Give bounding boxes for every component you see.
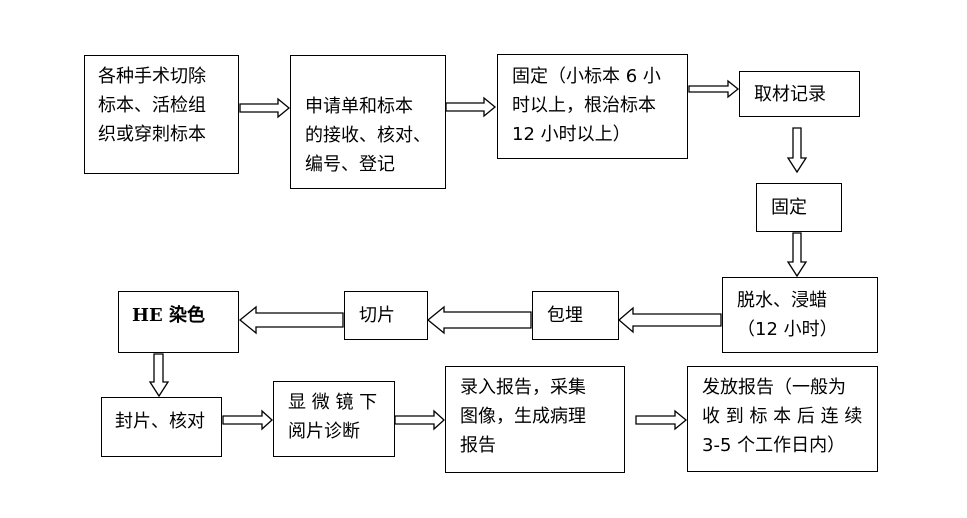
arrow-right-3	[688, 79, 740, 99]
step-fixation-time: 固定（小标本 6 小 时以上，根治标本 12 小时以上）	[497, 54, 688, 159]
step-microscope-diagnosis-line2: 阅片诊断	[288, 421, 360, 442]
step-fixation-time-line2: 时以上，根治标本	[512, 95, 656, 116]
step-specimen-source-line2: 标本、活检组	[98, 95, 206, 116]
step-he-staining-line1: HE 染色	[132, 305, 205, 326]
arrow-left-1	[618, 306, 722, 334]
step-report-generation-line3: 报告	[460, 435, 496, 456]
step-microscope-diagnosis-line1: 显 微 镜 下	[288, 392, 378, 413]
arrow-right-2	[445, 96, 497, 118]
step-fixation-time-line3: 12 小时以上）	[512, 124, 631, 145]
step-issue-report-line1: 发放报告（一般为	[702, 377, 846, 398]
step-issue-report-line3: 3-5 个工作日内）	[702, 435, 846, 456]
step-specimen-source-line1: 各种手术切除	[98, 66, 206, 87]
arrow-down-2	[786, 232, 808, 278]
arrow-right-1	[239, 97, 291, 119]
step-sampling-record: 取材记录	[739, 71, 860, 117]
step-report-generation-line1: 录入报告，采集	[460, 377, 586, 398]
step-mount-check: 封片、核对	[101, 397, 222, 457]
step-receive-register-line1: 申请单和标本	[305, 96, 413, 117]
step-report-generation-line2: 图像，生成病理	[460, 406, 586, 427]
arrow-left-3	[238, 305, 344, 335]
step-receive-register: 申请单和标本 的接收、核对、 编号、登记	[290, 55, 446, 189]
step-report-generation: 录入报告，采集 图像，生成病理 报告	[445, 366, 625, 473]
step-fixation-line1: 固定	[771, 197, 807, 218]
step-embedding-line1: 包埋	[547, 305, 583, 326]
step-dehydration-wax-line2: （12 小时）	[737, 319, 838, 340]
step-microscope-diagnosis: 显 微 镜 下 阅片诊断	[273, 381, 395, 457]
step-issue-report: 发放报告（一般为 收 到 标 本 后 连 续 3-5 个工作日内）	[687, 366, 878, 472]
arrow-left-2	[426, 305, 532, 335]
step-fixation: 固定	[756, 183, 842, 232]
step-sectioning: 切片	[344, 291, 428, 340]
arrow-right-4	[222, 409, 273, 431]
arrow-down-3	[148, 353, 170, 398]
step-issue-report-line2: 收 到 标 本 后 连 续	[702, 406, 863, 427]
step-dehydration-wax-line1: 脱水、浸蜡	[737, 290, 827, 311]
arrow-right-5	[394, 409, 445, 431]
step-fixation-time-line1: 固定（小标本 6 小	[512, 66, 661, 87]
step-mount-check-line1: 封片、核对	[115, 411, 205, 432]
step-specimen-source: 各种手术切除 标本、活检组 织或穿刺标本	[84, 55, 239, 174]
step-specimen-source-line3: 织或穿刺标本	[98, 124, 206, 145]
arrow-down-1	[786, 127, 808, 174]
arrow-right-6	[635, 409, 688, 431]
step-receive-register-line2: 的接收、核对、	[305, 125, 431, 146]
step-he-staining: HE 染色	[118, 291, 239, 353]
step-dehydration-wax: 脱水、浸蜡 （12 小时）	[722, 277, 878, 353]
step-sectioning-line1: 切片	[359, 305, 395, 326]
step-sampling-record-line1: 取材记录	[754, 84, 826, 105]
step-embedding: 包埋	[532, 291, 619, 340]
step-receive-register-line3: 编号、登记	[305, 154, 395, 175]
